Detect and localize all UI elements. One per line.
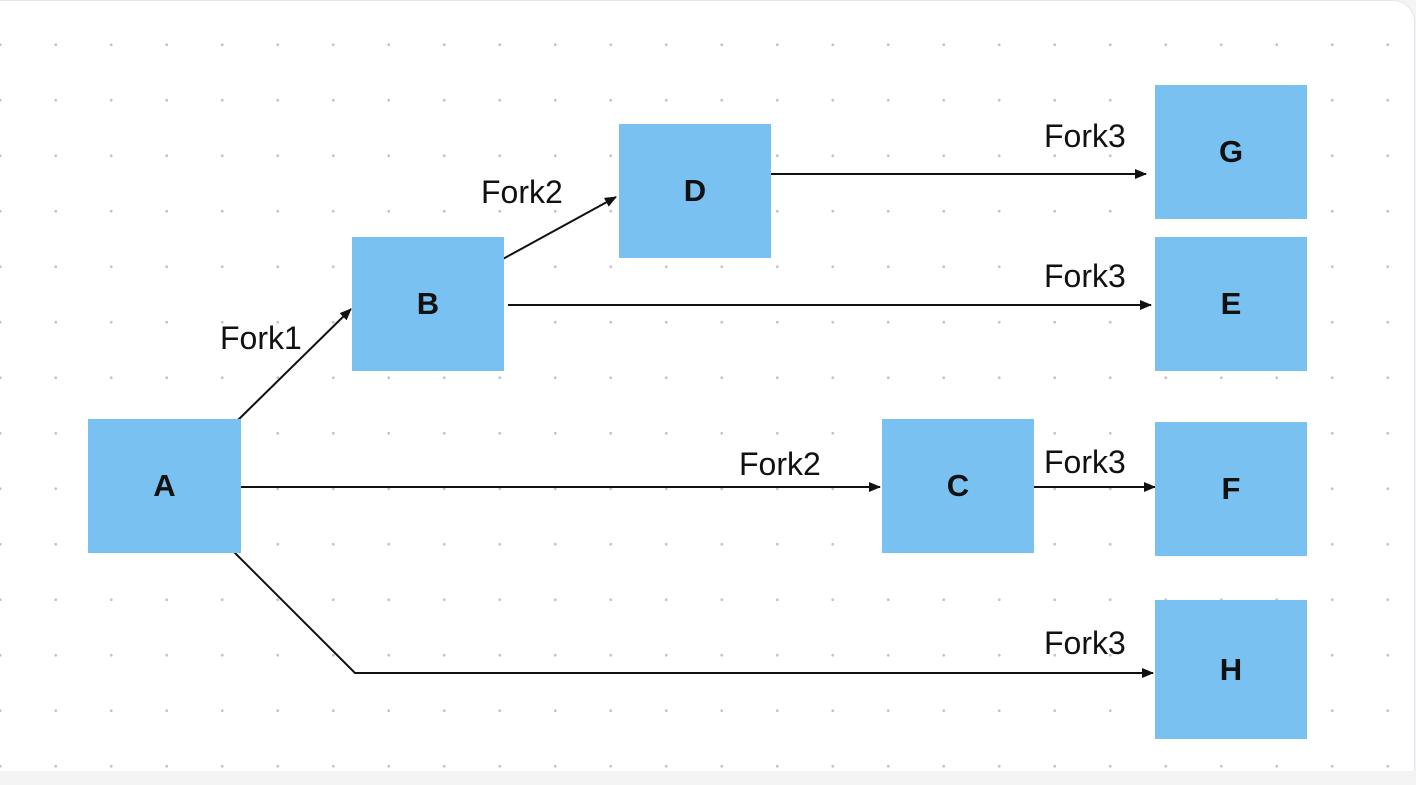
node-b[interactable]: B bbox=[352, 237, 504, 371]
node-g-label: G bbox=[1218, 134, 1244, 169]
edge-label-a-b: Fork1 bbox=[220, 320, 302, 356]
node-c-label: C bbox=[946, 468, 970, 503]
node-e-label: E bbox=[1220, 286, 1242, 321]
edge-label-b-e: Fork3 bbox=[1044, 258, 1126, 294]
node-c[interactable]: C bbox=[882, 419, 1034, 553]
edge-a-h bbox=[233, 551, 1154, 678]
edge-label-b-d: Fork2 bbox=[481, 174, 563, 210]
edge-b-d bbox=[500, 196, 617, 261]
edge-label-c-f: Fork3 bbox=[1044, 444, 1126, 480]
node-h[interactable]: H bbox=[1155, 600, 1307, 739]
edge-label-a-c: Fork2 bbox=[739, 446, 821, 482]
node-g[interactable]: G bbox=[1155, 85, 1307, 219]
node-d-label: D bbox=[683, 173, 707, 208]
edge-label-d-g: Fork3 bbox=[1044, 118, 1126, 154]
node-b-label: B bbox=[416, 286, 440, 321]
node-a[interactable]: A bbox=[88, 419, 241, 553]
node-a-label: A bbox=[153, 468, 176, 503]
node-e[interactable]: E bbox=[1155, 237, 1307, 371]
node-h-label: H bbox=[1219, 651, 1243, 687]
node-f-label: F bbox=[1221, 471, 1241, 506]
edge-a-b bbox=[235, 308, 352, 423]
edge-label-a-h: Fork3 bbox=[1044, 625, 1126, 661]
node-d[interactable]: D bbox=[619, 124, 771, 258]
node-f[interactable]: F bbox=[1155, 422, 1307, 556]
